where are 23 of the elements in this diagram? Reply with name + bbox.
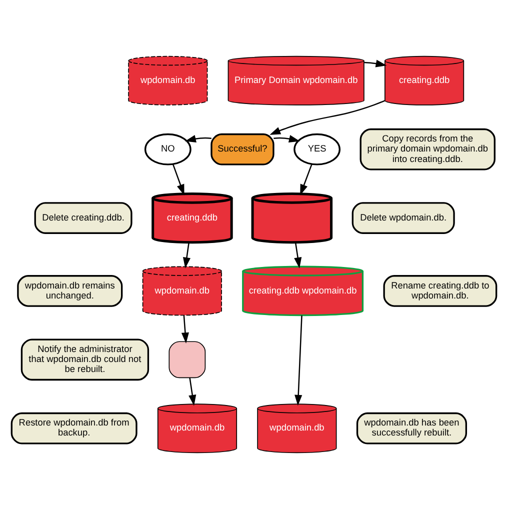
arrow: [172, 164, 184, 196]
node-person: [168, 341, 206, 378]
node-box: wpdomain.db has been successfully rebuilt.: [356, 412, 468, 444]
node-box: Successful?: [210, 133, 274, 166]
arrow: [294, 242, 302, 268]
arrow: [188, 378, 196, 406]
arrow: [274, 135, 300, 142]
node-box: Notify the administrator that wpdomain.db could not be rebuilt.: [20, 338, 150, 381]
arrow: [364, 60, 387, 68]
arrow: [185, 135, 212, 142]
arrow: [182, 242, 191, 268]
arrow: [300, 164, 312, 196]
node-box: wpdomain.db remains unchanged.: [17, 275, 123, 307]
arrow: [181, 316, 190, 344]
node-box: Copy records from the primary domain wpdomain.db into creating.ddb.: [360, 128, 496, 170]
arrow: [270, 100, 386, 135]
node-box: Restore wpdomain.db from backup.: [10, 412, 138, 444]
node-box: Rename creating.ddb to wpdomain.db.: [383, 275, 498, 307]
node-box: Delete creating.ddb.: [34, 202, 132, 234]
node-ellipse: YES: [294, 133, 340, 166]
node-box: Delete wpdomain.db.: [352, 202, 455, 234]
arrow: [294, 315, 302, 406]
node-ellipse: NO: [144, 133, 192, 166]
